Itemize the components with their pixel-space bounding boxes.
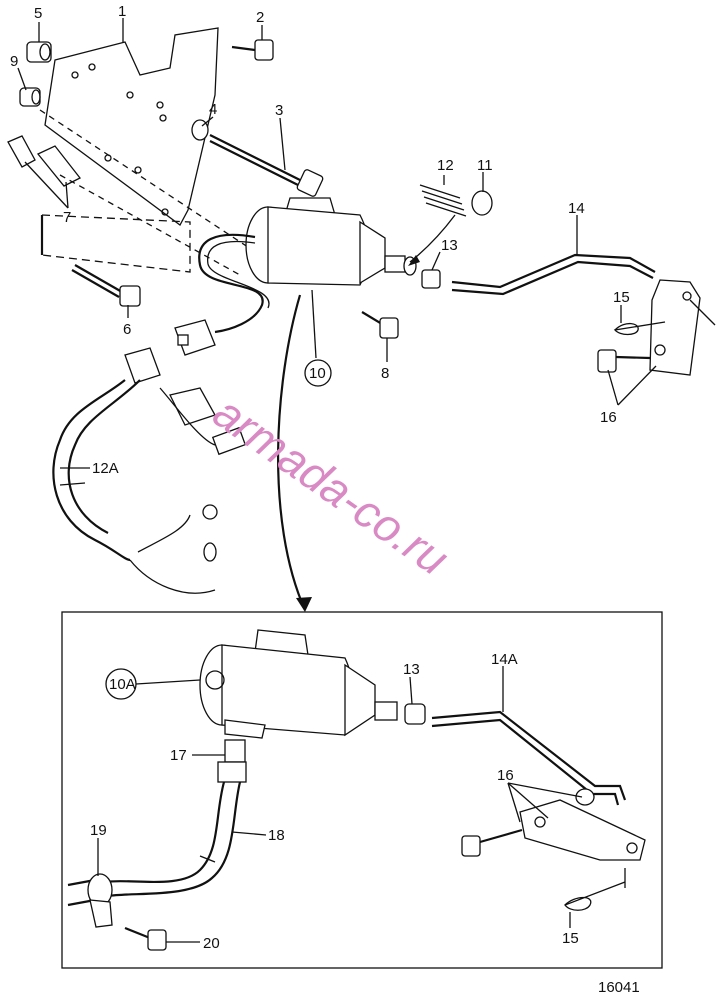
bolt-2 bbox=[231, 39, 274, 61]
figure-number: 16041 bbox=[598, 979, 640, 996]
label-14a: 14A bbox=[491, 651, 518, 668]
label-2: 2 bbox=[256, 9, 264, 26]
washer-9 bbox=[19, 87, 41, 107]
bolt-3 bbox=[191, 119, 324, 197]
label-9: 9 bbox=[10, 53, 18, 70]
label-1: 1 bbox=[118, 3, 126, 20]
wiring-harness-12a bbox=[52, 379, 218, 594]
bolt-6 bbox=[71, 264, 141, 307]
label-13: 13 bbox=[441, 237, 458, 254]
bracket-plate bbox=[44, 27, 219, 226]
label-12: 12 bbox=[437, 157, 454, 174]
lever-16-lower bbox=[519, 799, 646, 861]
label-8: 8 bbox=[381, 365, 389, 382]
label-4: 4 bbox=[209, 101, 217, 118]
bolt-16-lower bbox=[461, 828, 523, 857]
callout-circle-10 bbox=[304, 359, 332, 387]
clip-15-lower bbox=[563, 868, 626, 911]
label-20: 20 bbox=[203, 935, 220, 952]
nut-5 bbox=[26, 41, 52, 63]
stop-solenoid-10a bbox=[199, 629, 398, 739]
spring-12 bbox=[419, 184, 467, 217]
label-14: 14 bbox=[568, 200, 585, 217]
bolt-16 bbox=[597, 349, 651, 373]
plug bbox=[211, 426, 247, 456]
spacers-7 bbox=[7, 135, 82, 187]
bolt-20 bbox=[124, 926, 167, 951]
label-16-lower: 16 bbox=[497, 767, 514, 784]
label-13-lower: 13 bbox=[403, 661, 420, 678]
bolt-8 bbox=[361, 311, 399, 339]
clamp-19 bbox=[67, 873, 113, 928]
nut-13-lower bbox=[404, 703, 426, 725]
nut-13 bbox=[421, 269, 441, 289]
watermark: armada-co.ru bbox=[204, 386, 458, 586]
label-3: 3 bbox=[275, 102, 283, 119]
label-7: 7 bbox=[63, 209, 71, 226]
label-17: 17 bbox=[170, 747, 187, 764]
part-labels: 5 1 2 9 4 3 7 6 12 11 13 14 15 16 10 8 1… bbox=[10, 3, 630, 952]
connector bbox=[174, 319, 216, 356]
label-11: 11 bbox=[477, 157, 493, 174]
nut-16 bbox=[575, 788, 595, 806]
label-18: 18 bbox=[268, 827, 285, 844]
relay bbox=[169, 387, 216, 426]
label-15-lower: 15 bbox=[562, 930, 579, 947]
callout-circle-10a bbox=[105, 668, 137, 700]
label-6: 6 bbox=[123, 321, 131, 338]
label-19: 19 bbox=[90, 822, 107, 839]
leader-lines bbox=[17, 18, 657, 943]
label-12a: 12A bbox=[92, 460, 119, 477]
connector-2 bbox=[124, 347, 161, 384]
label-15: 15 bbox=[613, 289, 630, 306]
label-5: 5 bbox=[34, 5, 42, 22]
rod-14a bbox=[431, 710, 627, 806]
rod-14 bbox=[451, 253, 656, 296]
ring-11 bbox=[471, 190, 493, 216]
detail-frame bbox=[61, 611, 663, 969]
clip-15 bbox=[613, 321, 666, 336]
label-10a: 10A bbox=[109, 676, 136, 693]
label-10: 10 bbox=[309, 365, 326, 382]
fitting-17 bbox=[217, 739, 247, 783]
pipe-18 bbox=[104, 781, 242, 898]
stop-solenoid-10 bbox=[245, 197, 417, 286]
label-16: 16 bbox=[600, 409, 617, 426]
lever-16 bbox=[649, 279, 716, 376]
